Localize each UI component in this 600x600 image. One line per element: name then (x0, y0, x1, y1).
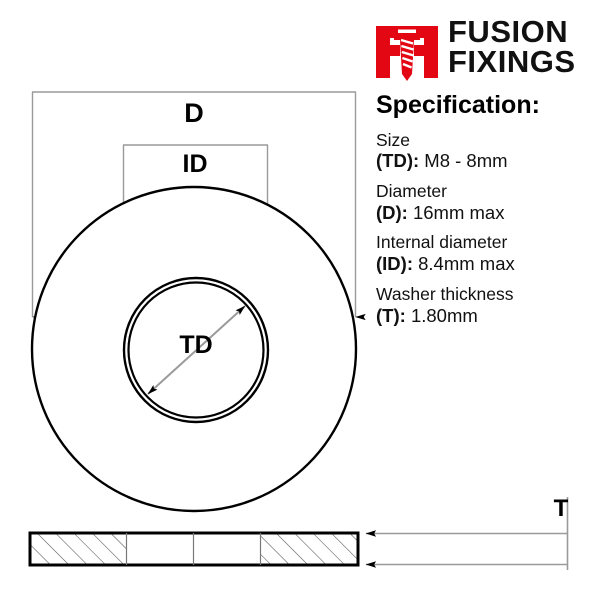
brand-name-line-2: FIXINGS (448, 44, 576, 79)
spec-code-id: (ID): (376, 253, 413, 275)
spec-item-diameter: Diameter (D): 16mm max (376, 181, 598, 223)
dimension-label-thickness: T (553, 495, 569, 522)
brand-header: FUSION FIXINGS (374, 8, 596, 86)
spec-value-internal-diameter: (ID): 8.4mm max (376, 253, 598, 275)
dimension-label-outer-diameter: D (184, 98, 204, 128)
dimension-thickness (365, 497, 569, 570)
brand-name-line-1: FUSION (448, 13, 569, 49)
spec-value-diameter: (D): 16mm max (376, 202, 598, 224)
spec-item-size: Size (TD): M8 - 8mm (376, 130, 598, 172)
spec-label-size: Size (376, 129, 411, 150)
spec-label-thickness: Washer thickness (376, 283, 514, 304)
spec-code-t: (T): (376, 304, 406, 326)
spec-measure-d: 16mm max (412, 201, 505, 223)
spec-measure-t: 1.80mm (410, 304, 478, 326)
dimension-thread-diameter (147, 305, 246, 395)
specification-panel: Specification: Size (TD): M8 - 8mm Diame… (376, 91, 598, 335)
screw-f-logo-icon (374, 12, 440, 82)
spec-measure-td: M8 - 8mm (424, 150, 508, 172)
spec-item-thickness: Washer thickness (T): 1.80mm (376, 284, 598, 326)
washer-cross-section-view (28, 531, 360, 567)
spec-value-size: (TD): M8 - 8mm (376, 150, 598, 172)
dimension-label-internal-diameter: ID (182, 150, 208, 178)
brand-wordmark: FUSION FIXINGS (448, 13, 576, 79)
specification-title: Specification: (376, 91, 540, 119)
dimension-outer-diameter (31, 91, 366, 321)
spec-measure-id: 8.4mm max (418, 253, 515, 275)
spec-item-internal-diameter: Internal diameter (ID): 8.4mm max (376, 232, 598, 274)
spec-label-diameter: Diameter (376, 180, 447, 201)
spec-label-internal-diameter: Internal diameter (376, 232, 508, 253)
spec-code-d: (D): (376, 201, 408, 223)
spec-value-thickness: (T): 1.80mm (376, 305, 598, 327)
spec-code-td: (TD): (376, 150, 420, 172)
dimension-label-thread-diameter: TD (179, 331, 213, 359)
